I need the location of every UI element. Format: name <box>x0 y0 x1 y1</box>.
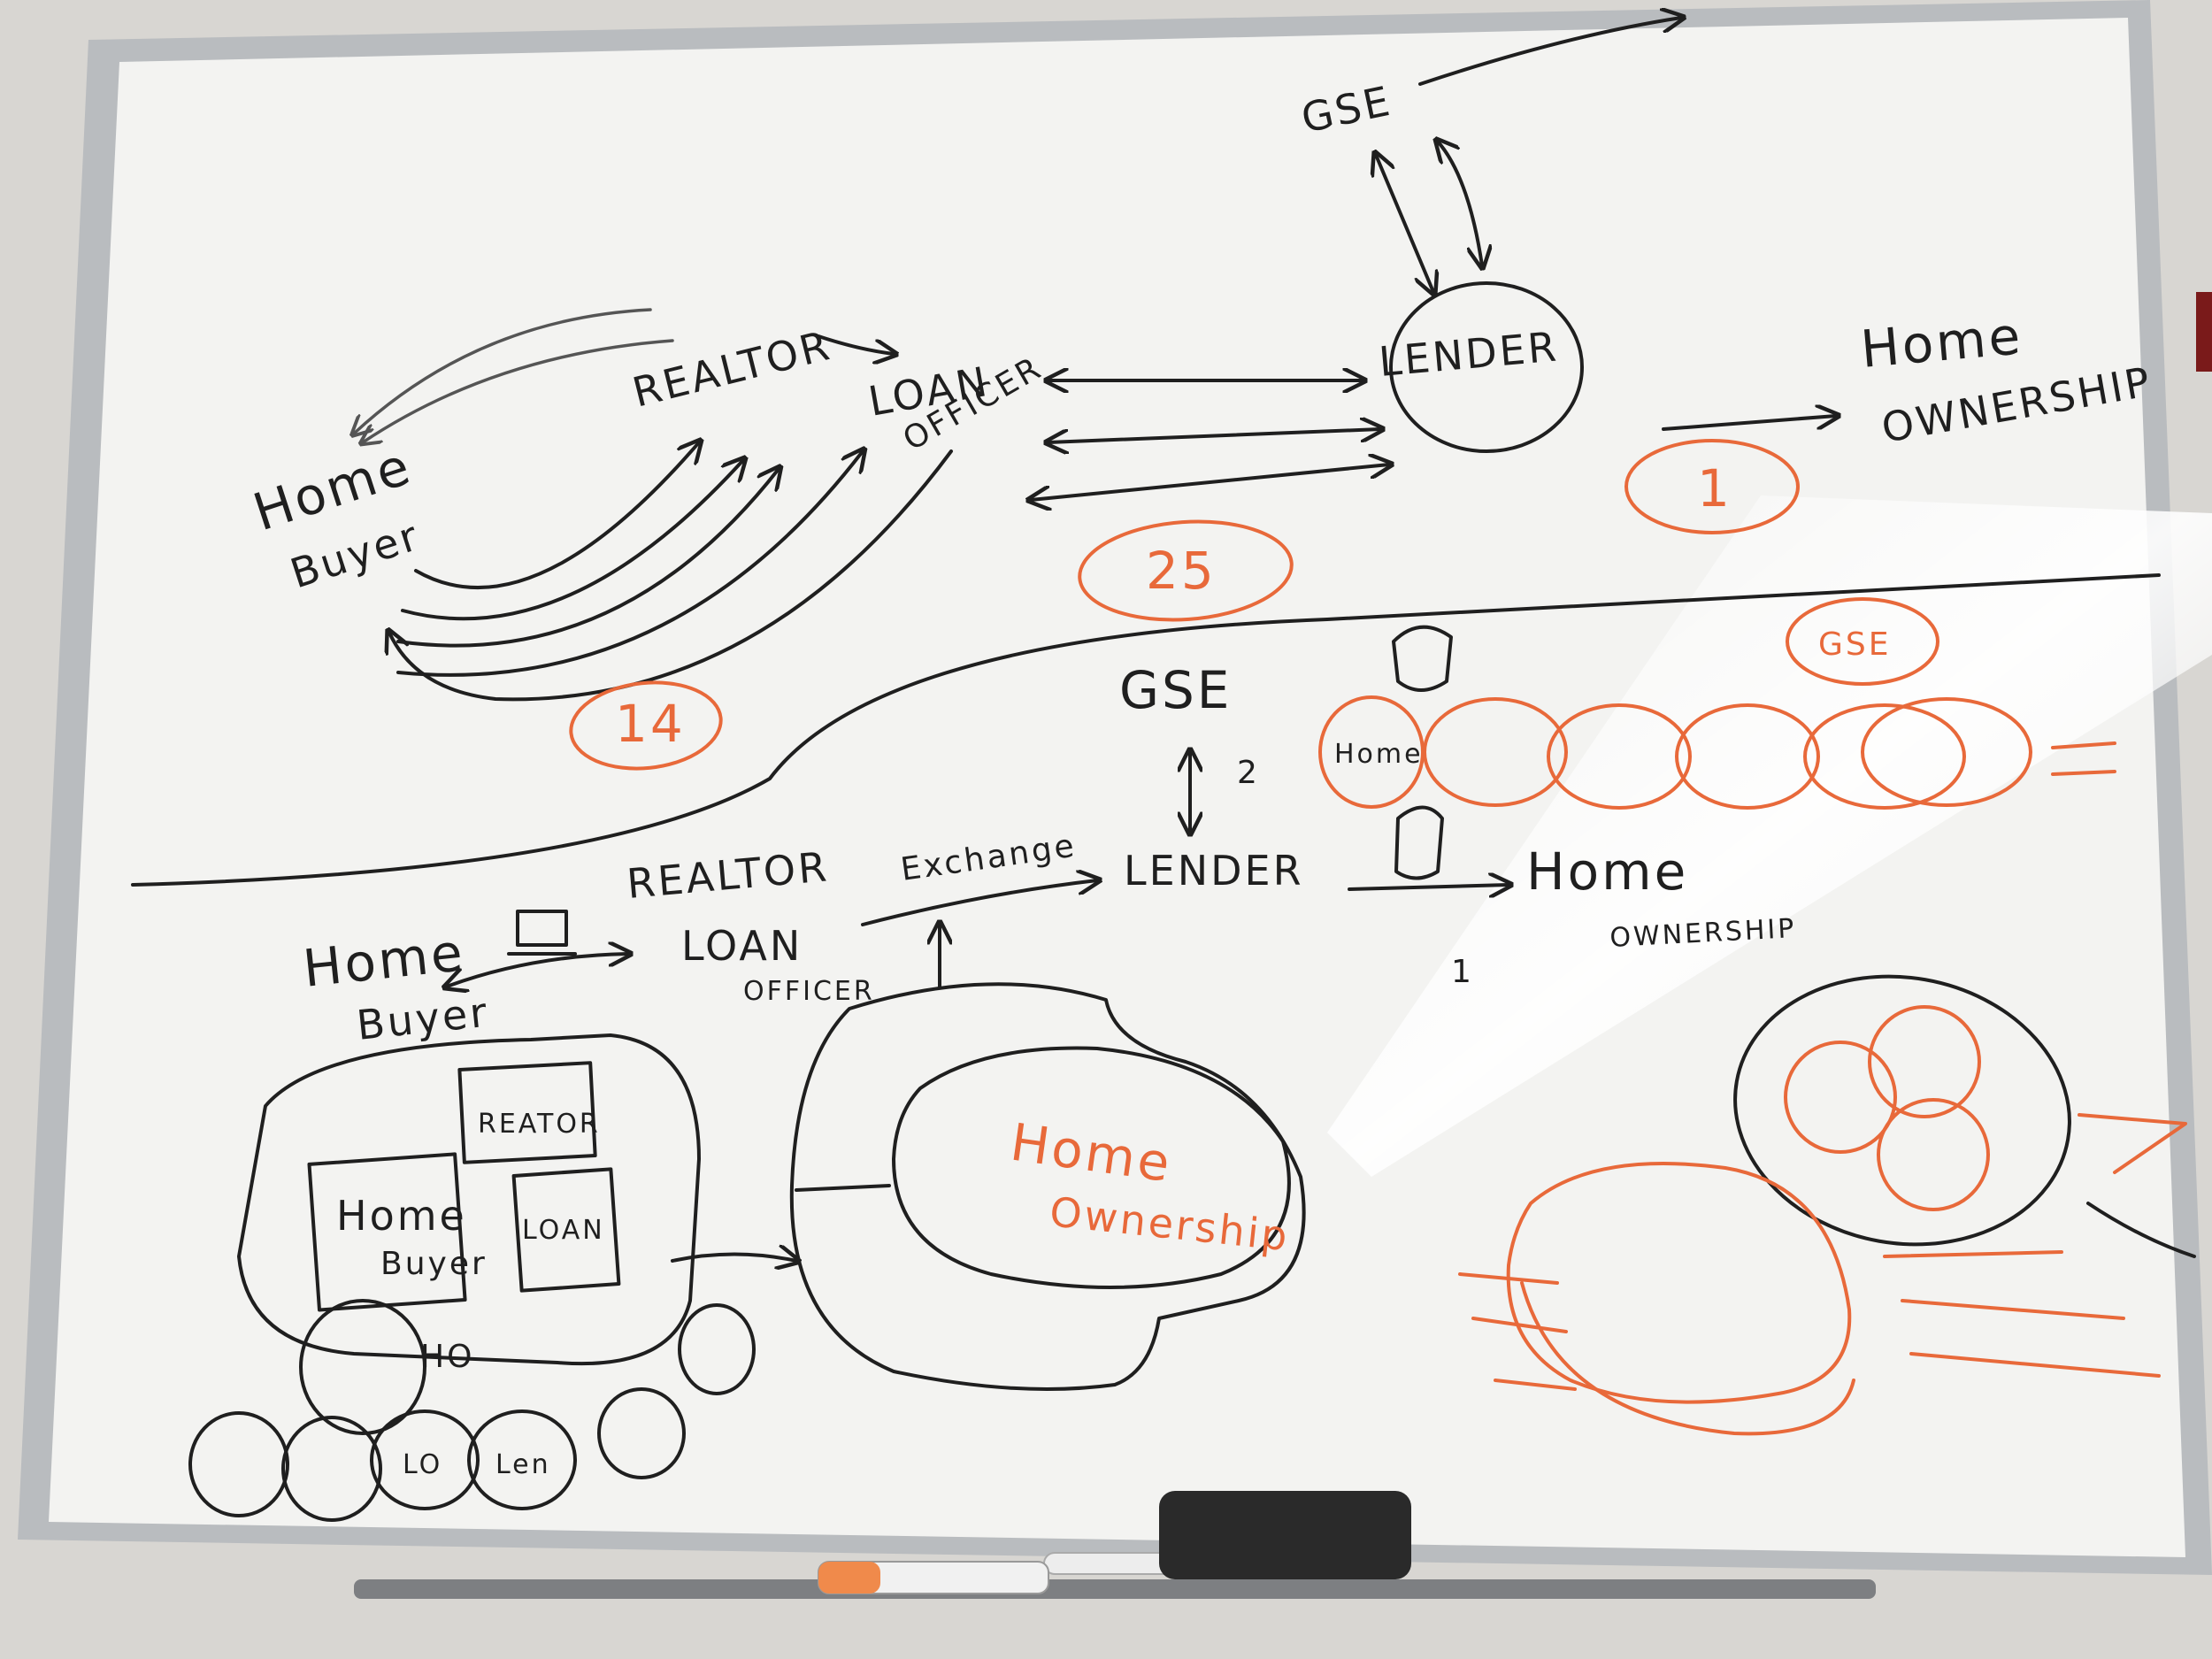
buyer-arc-1 <box>414 442 699 589</box>
right-orange-arrow <box>2078 1113 2187 1174</box>
buyer-arc-3 <box>396 469 779 648</box>
mug-figure-top <box>1392 625 1453 692</box>
orange-home-label: Home <box>1334 739 1424 770</box>
wheel-3 <box>370 1409 480 1510</box>
bottom-gse-label: GSE <box>1119 660 1232 720</box>
box-home-buyer <box>307 1152 467 1312</box>
count-25-ellipse <box>1078 519 1294 622</box>
right-pointer <box>2086 1202 2196 1258</box>
orange-disc-rim <box>1520 1281 1855 1436</box>
bottom-ownership-home: Home <box>1526 841 1688 902</box>
count-14: 14 <box>615 694 686 754</box>
orange-chain-1 <box>1423 697 1568 807</box>
lo-lender-arrow-2 <box>1048 429 1380 442</box>
top-lender-ellipse <box>1389 281 1584 453</box>
lo-lender-arrow-3 <box>1031 465 1389 500</box>
buyer-arc-2 <box>401 460 743 621</box>
orange-chain-2 <box>1547 703 1692 810</box>
box-loan <box>511 1167 621 1293</box>
box-loan-label: LOAN <box>522 1215 605 1246</box>
realtor-to-loan-arrow <box>817 334 894 354</box>
circle-len-label: Len <box>495 1449 551 1480</box>
box-home-label: Home <box>336 1192 467 1240</box>
right-black-ellipse <box>1733 974 2071 1247</box>
wheel-2 <box>281 1416 382 1522</box>
trefoil-1 <box>1784 1041 1897 1154</box>
orange-speed-lines-left <box>1458 1272 1577 1391</box>
trefoil-2 <box>1868 1005 1981 1118</box>
marker-orange-cap <box>818 1562 880 1594</box>
orange-chain-3 <box>1675 703 1820 810</box>
red-object-edge <box>2196 292 2212 372</box>
eraser <box>1159 1491 1411 1579</box>
orange-lines-right <box>2051 741 2116 776</box>
blob-left-pointer <box>795 1184 891 1192</box>
orange-gse-label: GSE <box>1818 626 1892 663</box>
circle-lo-label: LO <box>403 1449 442 1480</box>
bottom-officer-label: OFFICER <box>743 976 875 1007</box>
bottom-lender-label: LENDER <box>1124 847 1304 895</box>
circle-ho-label: HO <box>420 1339 474 1375</box>
trefoil-3 <box>1877 1098 1990 1211</box>
buyer-return-arrow-2 <box>363 339 674 442</box>
wheel-4 <box>467 1409 577 1510</box>
wheel-ho <box>299 1299 426 1435</box>
gse-lender-arrow-b <box>1438 142 1482 265</box>
wheel-5 <box>597 1387 686 1479</box>
count-25: 25 <box>1146 541 1217 601</box>
count-14-ellipse <box>569 680 723 771</box>
orange-chain-4 <box>1803 703 1966 810</box>
buyer-arc-5 <box>389 449 953 702</box>
mug-figure-bottom <box>1394 805 1444 880</box>
gse-arrow-out <box>1418 18 1681 86</box>
light-glare <box>1327 495 2212 1177</box>
tank-body <box>237 1033 701 1366</box>
buyer-return-arrow-1 <box>354 308 652 434</box>
buyer-arc-4 <box>396 451 863 677</box>
section-divider <box>131 573 2161 887</box>
box-buyer-label: Buyer <box>380 1246 488 1282</box>
to-ownership-arrow <box>1662 416 1836 431</box>
count-1-top: 1 <box>1697 458 1732 518</box>
wheel-1 <box>188 1411 289 1517</box>
top-ownership-home: Home <box>1858 305 2025 380</box>
orange-chain-5 <box>1861 697 2032 807</box>
bottom-gse-count: 2 <box>1237 755 1260 791</box>
tank-to-blob-arrow <box>671 1255 796 1262</box>
bottom-ownership-count: 1 <box>1451 954 1474 990</box>
gse-lender-arrow-a <box>1376 155 1433 292</box>
orange-disc <box>1506 1162 1852 1404</box>
exchange-arrow <box>861 880 1097 926</box>
outer-blob <box>789 982 1306 1391</box>
pen-tray <box>354 1579 1876 1599</box>
orange-speed-lines-right <box>1883 1250 2161 1378</box>
orange-gse-ellipse <box>1786 597 1939 686</box>
box-realtor <box>457 1061 597 1164</box>
wheel-6 <box>678 1303 756 1395</box>
to-ownership-bottom-arrow <box>1348 885 1509 889</box>
inner-blob <box>892 1046 1291 1289</box>
box-realtor-label: REATOR <box>478 1109 601 1140</box>
bottom-loan-label: LOAN <box>681 922 803 970</box>
buyer-realtor-arrow <box>447 954 628 987</box>
count-1-ellipse <box>1624 439 1800 534</box>
